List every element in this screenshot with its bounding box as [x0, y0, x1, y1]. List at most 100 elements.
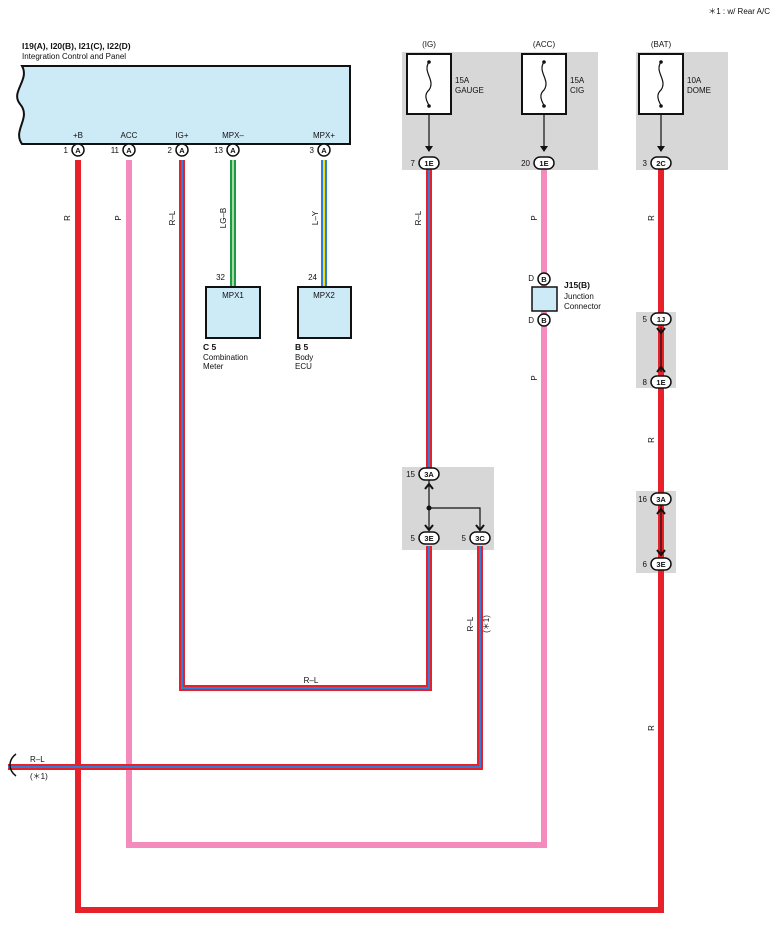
- note-rear-ac: ＊1 : w/ Rear A/C: [708, 7, 770, 16]
- fuse-dome-pin-number: 3: [643, 159, 648, 168]
- ecu-name-2: ECU: [295, 362, 312, 371]
- fuse-terminal: [659, 104, 663, 108]
- wire-break-symbol: [9, 753, 17, 777]
- ecu-code: B 5: [295, 342, 309, 352]
- splice-bat2-bottom-number: 6: [643, 560, 648, 569]
- fuse-name: GAUGE: [455, 86, 484, 95]
- meter-box-label: MPX1: [222, 291, 244, 300]
- ecu-box-label: MPX2: [313, 291, 335, 300]
- wire-label-rl: R–L: [30, 755, 45, 764]
- junction-pin-top: D: [528, 274, 534, 283]
- chevron-down-icon: [475, 524, 485, 532]
- panel-pin-letter: A: [321, 146, 327, 155]
- fuse-terminal: [542, 104, 546, 108]
- fuse-gauge-pin-label: 1E: [424, 159, 433, 168]
- shaded-regions: [402, 52, 728, 573]
- fuse-arrow: [657, 146, 665, 152]
- splice-ig-node: [426, 505, 432, 511]
- combination-meter: MPX1 32 C 5 Combination Meter: [203, 273, 261, 371]
- panel-body: [16, 65, 351, 145]
- splice-ig-right-pill: [469, 531, 491, 545]
- panel-pin-circle: [317, 143, 331, 157]
- panel-pin-number: 2: [168, 146, 173, 155]
- splice-ig-left-label: 3E: [424, 534, 433, 543]
- meter-name-1: Combination: [203, 353, 248, 362]
- fuse-icon: [657, 61, 664, 107]
- fuse-dome-pin-pill: [650, 156, 672, 170]
- wire-label-r: R: [647, 437, 656, 443]
- junction-name-2: Connector: [564, 302, 601, 311]
- fuse-cig-pin-number: 20: [521, 159, 530, 168]
- splice-bat1-bottom-pill: [650, 375, 672, 389]
- chevron-up-icon: [656, 507, 666, 515]
- fuse-terminal: [542, 60, 546, 64]
- splice-ig-top-number: 15: [406, 470, 415, 479]
- fuse-icon: [540, 61, 547, 107]
- splice-bat1-bottom-number: 8: [643, 378, 648, 387]
- splice-bat1-top-number: 5: [643, 315, 648, 324]
- fuse-terminal: [427, 104, 431, 108]
- junction-box: [531, 286, 558, 312]
- panel-pin-number: 3: [310, 146, 315, 155]
- splice-bat1-bottom-label: 1E: [656, 378, 665, 387]
- splice-bat2-bottom-pill: [650, 557, 672, 571]
- fuse-box: [521, 53, 567, 115]
- panel-pin-name: ACC: [121, 131, 138, 140]
- wire-label-rl: R–L: [414, 210, 423, 225]
- wire-label-opt: (＊1): [30, 772, 48, 781]
- panel-pin-number: 1: [64, 146, 69, 155]
- fuse-arrow: [425, 146, 433, 152]
- wire-ig-rl: [179, 160, 432, 691]
- panel-pin-number: 13: [214, 146, 223, 155]
- fuse-box: [638, 53, 684, 115]
- splice-bat2-top-number: 16: [638, 495, 647, 504]
- panel-pin-circle: [175, 143, 189, 157]
- panel-pin-name: +B: [73, 131, 83, 140]
- junction-pin-letter: B: [541, 316, 547, 325]
- wire-label-opt: (＊1): [482, 615, 491, 633]
- wire-label-p: P: [530, 215, 539, 220]
- chevron-down-icon: [656, 327, 666, 335]
- panel-pin-number: 11: [111, 146, 120, 155]
- fuse-gauge-pin-pill: [418, 156, 440, 170]
- fuse-rating: 15A: [455, 76, 470, 85]
- meter-pin-number: 32: [216, 273, 225, 282]
- ecu-pin-number: 24: [308, 273, 317, 282]
- chevron-down-icon: [424, 524, 434, 532]
- fuse-header: (ACC): [533, 40, 556, 49]
- chevron-down-icon: [656, 549, 666, 557]
- splice-bat2-bottom-label: 3E: [656, 560, 665, 569]
- panel-pin-name: MPX+: [313, 131, 335, 140]
- fuse-icon: [425, 61, 432, 107]
- splice-bat2-top-pill: [650, 492, 672, 506]
- wire-label-r: R: [63, 215, 72, 221]
- splice-ig-right-number: 5: [462, 534, 467, 543]
- wire-label-r: R: [647, 725, 656, 731]
- junction-pin-circle: [537, 272, 551, 286]
- panel-pin-circle: [226, 143, 240, 157]
- wire-label-r: R: [647, 215, 656, 221]
- fuse-header: (BAT): [651, 40, 672, 49]
- chevron-up-icon: [424, 482, 434, 490]
- chevron-up-icon: [656, 365, 666, 373]
- integration-panel: I19(A), I20(B), I21(C), I22(D) Integrati…: [16, 41, 351, 145]
- wires: [8, 160, 664, 913]
- fuse-rating: 15A: [570, 76, 585, 85]
- fuse-box: [406, 53, 452, 115]
- panel-subtitle: Integration Control and Panel: [22, 52, 126, 61]
- fuse-cig-pin-pill: [533, 156, 555, 170]
- junction-pin-letter: B: [541, 275, 547, 284]
- splice-ig-left-number: 5: [411, 534, 416, 543]
- fuse-dome-pin-label: 2C: [656, 159, 666, 168]
- panel-pin-name: MPX–: [222, 131, 244, 140]
- fuse-header: (IG): [422, 40, 436, 49]
- panel-pin-name: IG+: [175, 131, 188, 140]
- meter-name-2: Meter: [203, 362, 224, 371]
- wire-label-lgb: LG–B: [219, 208, 228, 228]
- wire-label-p: P: [114, 215, 123, 220]
- splice-bat1-top-pill: [650, 312, 672, 326]
